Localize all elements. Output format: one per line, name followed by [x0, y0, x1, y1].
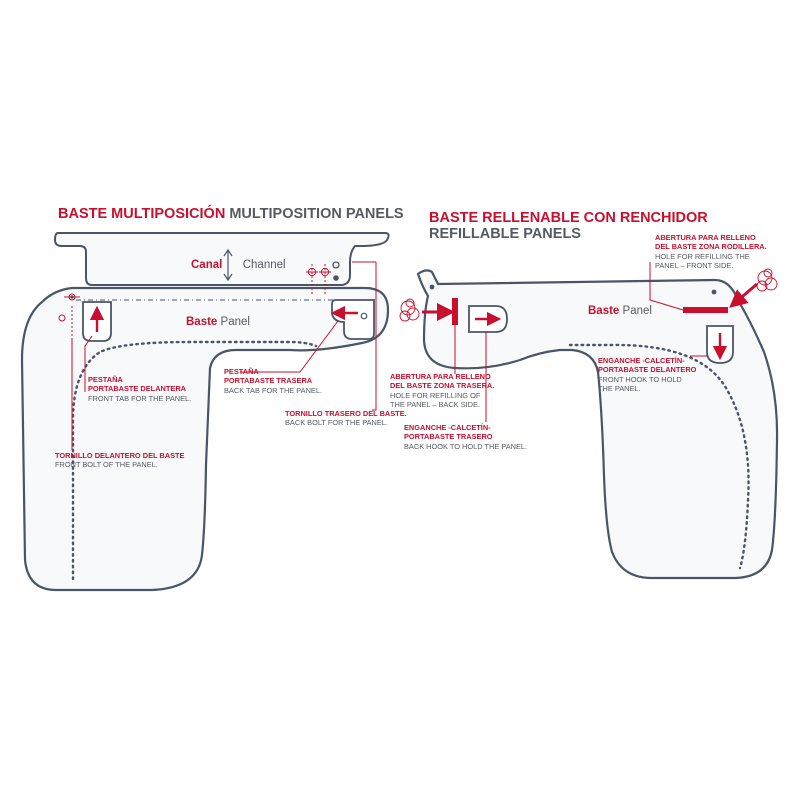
refill-back-en-2: THE PANEL – BACK SIDE.	[390, 399, 480, 409]
back-tab-es-2: PORTABASTE TRASERA	[224, 376, 313, 386]
multiposition-panel-outline	[20, 286, 390, 592]
back-tab-es-1: PESTAÑA	[224, 367, 259, 376]
front-bolt-en: FRONT BOLT OF THE PANEL.	[55, 460, 158, 470]
front-tab-es-2: PORTABASTE DELANTERA	[88, 384, 186, 394]
back-bolt-en: BACK BOLT FOR THE PANEL.	[285, 418, 388, 428]
front-hook-callout: ENGANCHE -CALCETÍN- PORTABASTE DELANTERO…	[598, 356, 696, 393]
panel-stitching	[71, 340, 318, 581]
refillable-panel-outline	[416, 269, 779, 580]
refill-back-scribble-icon	[399, 298, 420, 322]
refill-front-en-2: PANEL – FRONT SIDE.	[655, 260, 734, 270]
refillable-stitching	[568, 343, 750, 570]
refill-back-callout: ABERTURA PARA RELLENO DEL BASTE ZONA TRA…	[390, 372, 494, 409]
front-refill-opening	[683, 307, 728, 313]
back-hook-es-1: ENGANCHE -CALCETÍN-	[404, 423, 491, 432]
refill-front-es-2: DEL BASTE ZONA RODILLERA.	[655, 242, 767, 252]
refill-front-es-1: ABERTURA PARA RELLENO	[655, 233, 756, 242]
saddle-channel-outline	[53, 232, 390, 286]
front-tab-callout: PESTAÑA PORTABASTE DELANTERA FRONT TAB F…	[88, 375, 191, 403]
multiposition-panel-label: Baste Panel	[186, 316, 250, 328]
multiposition-panel-label-en: Panel	[220, 316, 250, 328]
channel-label-en: Channel	[242, 259, 286, 271]
front-tab-en: FRONT TAB FOR THE PANEL.	[88, 393, 192, 403]
back-tab-en: BACK TAB FOR THE PANEL.	[224, 385, 323, 395]
refillable-panel-label-es: Baste	[588, 305, 620, 317]
back-hook-es-2: PORTABASTE TRASERO	[404, 432, 493, 442]
front-hook-en-2: THE PANEL.	[598, 383, 641, 393]
refillable-drawing	[399, 262, 779, 580]
back-hook-en: BACK HOOK TO HOLD THE PANEL.	[404, 441, 528, 451]
refillable-panel-label-en: Panel	[622, 305, 652, 317]
multiposition-drawing	[20, 232, 390, 592]
back-hook-callout: ENGANCHE -CALCETÍN- PORTABASTE TRASERO B…	[404, 423, 527, 451]
channel-label-es: Canal	[191, 259, 223, 271]
back-bolt-es: TORNILLO TRASERO DEL BASTE.	[285, 409, 407, 418]
refill-front-scribble-icon	[756, 268, 778, 292]
back-bolt-callout: TORNILLO TRASERO DEL BASTE. BACK BOLT FO…	[285, 409, 407, 428]
refillable-title: BASTE RELLENABLE CON RENCHIDOR REFILLABL…	[429, 210, 708, 242]
refillable-panel-label: Baste Panel	[588, 305, 652, 317]
refill-front-en-1: HOLE FOR REFILLING THE	[655, 251, 750, 261]
multiposition-panel-label-es: Baste	[186, 316, 218, 328]
multiposition-title-es: BASTE MULTIPOSICIÓN	[58, 206, 226, 222]
channel-label: Canal Channel	[191, 259, 286, 271]
refill-back-es-2: DEL BASTE ZONA TRASERA.	[390, 381, 495, 391]
multiposition-title-en: MULTIPOSITION PANELS	[229, 206, 404, 222]
refillable-title-es: BASTE RELLENABLE CON RENCHIDOR	[429, 210, 708, 226]
refillable-title-en: REFILLABLE PANELS	[429, 226, 581, 242]
front-hook-es-1: ENGANCHE -CALCETÍN-	[598, 356, 685, 365]
refill-back-en-1: HOLE FOR REFILLING OF	[390, 390, 481, 400]
back-refill-opening	[452, 298, 458, 325]
front-bolt-callout: TORNILLO DELANTERO DEL BASTE FRONT BOLT …	[55, 451, 184, 470]
front-tab-es-1: PESTAÑA	[88, 375, 123, 384]
back-tab-callout: PESTAÑA PORTABASTE TRASERA BACK TAB FOR …	[224, 367, 322, 395]
refill-back-es-1: ABERTURA PARA RELLENO	[390, 372, 491, 381]
front-hook-es-2: PORTABASTE DELANTERO	[598, 365, 697, 375]
front-bolt-es: TORNILLO DELANTERO DEL BASTE	[55, 451, 185, 460]
front-hook-en-1: FRONT HOOK TO HOLD	[598, 374, 682, 384]
refill-front-callout: ABERTURA PARA RELLENO DEL BASTE ZONA ROD…	[655, 233, 767, 270]
multiposition-title: BASTE MULTIPOSICIÓN MULTIPOSITION PANELS	[58, 206, 404, 222]
